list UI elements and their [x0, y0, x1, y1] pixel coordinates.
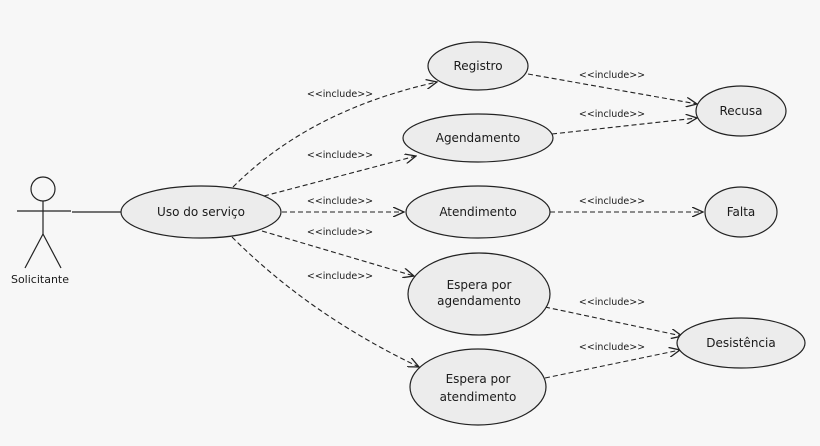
label-uso-registro: <<include>> — [307, 89, 373, 100]
edge-uso-agendamento — [263, 156, 416, 197]
usecase-uso-do-servico[interactable]: Uso do serviço — [120, 185, 282, 239]
label-uso-espera-agendamento: <<include>> — [307, 227, 373, 238]
usecase-registro-label: Registro — [453, 59, 502, 73]
edge-registro-recusa — [527, 73, 697, 104]
edge-uso-espera-agendamento — [261, 230, 414, 276]
label-atendimento-falta: <<include>> — [579, 196, 645, 207]
usecase-espera-atendimento-line2: atendimento — [440, 390, 517, 404]
usecase-falta-label: Falta — [727, 205, 756, 219]
usecase-desistencia[interactable]: Desistência — [676, 317, 806, 369]
usecase-agendamento[interactable]: Agendamento — [402, 113, 554, 163]
edge-espera-agendamento-desistencia — [544, 306, 682, 336]
usecase-desistencia-label: Desistência — [706, 336, 775, 350]
usecase-recusa[interactable]: Recusa — [695, 85, 787, 137]
usecase-espera-atendimento-line1: Espera por — [446, 372, 511, 386]
edge-agendamento-recusa — [551, 118, 697, 135]
label-uso-agendamento: <<include>> — [307, 150, 373, 161]
label-registro-recusa: <<include>> — [579, 70, 645, 81]
actor-solicitante: Solicitante — [11, 176, 71, 286]
usecase-espera-agendamento-line1: Espera por — [447, 278, 512, 292]
usecase-espera-agendamento-line2: agendamento — [437, 294, 521, 308]
include-labels: <<include>> <<include>> <<include>> <<in… — [307, 70, 645, 353]
label-uso-espera-atendimento: <<include>> — [307, 271, 373, 282]
usecase-recusa-label: Recusa — [720, 104, 763, 118]
usecase-atendimento[interactable]: Atendimento — [405, 185, 551, 239]
label-espera-agendamento-desistencia: <<include>> — [579, 297, 645, 308]
edge-espera-atendimento-desistencia — [544, 350, 680, 379]
actor-right-leg — [42, 233, 62, 269]
label-uso-atendimento: <<include>> — [307, 196, 373, 207]
include-edges — [231, 73, 703, 379]
usecase-registro[interactable]: Registro — [427, 41, 529, 91]
usecase-atendimento-label: Atendimento — [439, 205, 516, 219]
actor-label: Solicitante — [11, 273, 69, 286]
usecase-falta[interactable]: Falta — [704, 186, 778, 238]
usecase-espera-por-atendimento[interactable]: Espera por atendimento — [409, 348, 547, 426]
label-espera-atendimento-desistencia: <<include>> — [579, 342, 645, 353]
usecase-uso-label: Uso do serviço — [157, 205, 245, 219]
actor-head — [30, 176, 56, 202]
usecase-espera-por-agendamento[interactable]: Espera por agendamento — [407, 252, 551, 336]
label-agendamento-recusa: <<include>> — [579, 109, 645, 120]
edge-uso-registro — [232, 82, 437, 188]
edge-uso-espera-atendimento — [231, 236, 419, 367]
actor-left-leg — [24, 233, 44, 269]
usecase-agendamento-label: Agendamento — [436, 131, 521, 145]
